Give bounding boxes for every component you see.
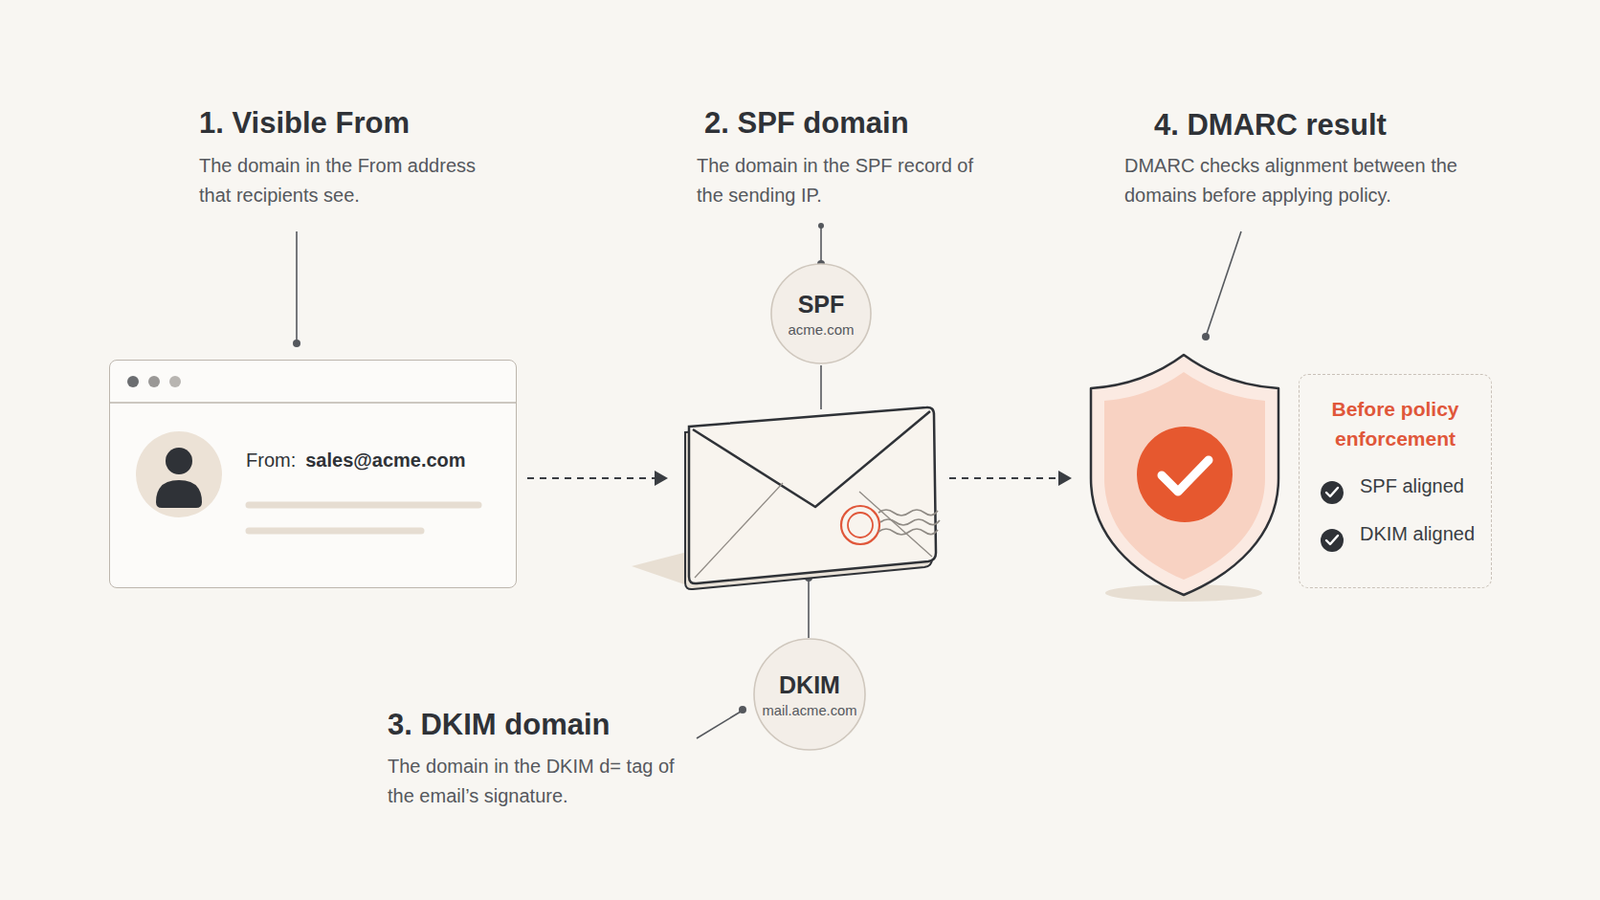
envelope-fold	[694, 483, 783, 578]
avatar-circle	[135, 431, 223, 518]
check-circle	[1136, 426, 1233, 523]
leader-dot	[1201, 333, 1210, 341]
shield-inner	[1104, 372, 1266, 580]
leader-dot	[738, 706, 747, 714]
check-icons	[1320, 481, 1344, 553]
wave-line	[878, 510, 938, 516]
callout-heading: 3. DKIM domain	[387, 708, 713, 743]
shield-outline	[1090, 355, 1279, 596]
policy-heading: Before policy enforcement	[1309, 394, 1482, 454]
window-dot	[148, 376, 160, 388]
dkim-stem	[807, 577, 810, 639]
callout-heading: 1. Visible From	[199, 106, 506, 141]
domain-circle: SPFacme.com	[770, 263, 872, 365]
avatar-head	[165, 447, 193, 475]
callout-heading: 2. SPF domain	[704, 106, 1011, 141]
window-dot	[169, 376, 181, 388]
leader-line	[1206, 231, 1242, 334]
envelope-flap	[692, 411, 931, 508]
check-mark	[1161, 460, 1209, 492]
wave-line	[878, 529, 938, 535]
from-label: From:	[245, 447, 296, 473]
window-fill	[109, 359, 517, 589]
leader-line	[295, 231, 298, 341]
postmark-inner	[847, 512, 873, 538]
leader-dot	[292, 339, 301, 348]
avatar-body	[155, 480, 202, 509]
text-placeholder-line	[248, 528, 422, 535]
envelope	[631, 407, 940, 590]
check-icon	[1320, 529, 1344, 553]
dashed-arrow-line	[527, 477, 655, 480]
callout-heading: 4. DMARC result	[1154, 108, 1499, 143]
policy-box: Before policy enforcementSPF alignedDKIM…	[1298, 374, 1492, 589]
spf-stem	[820, 365, 823, 410]
circle-domain: mail.acme.com	[761, 701, 857, 721]
shield	[1090, 355, 1279, 602]
arrow-head	[654, 470, 668, 487]
dashed-arrow-line	[949, 477, 1059, 480]
browser-window	[109, 359, 517, 589]
circle-title: DKIM	[778, 669, 841, 702]
check-item: DKIM aligned	[1359, 521, 1475, 547]
envelope-body	[688, 407, 936, 584]
window-dot	[127, 376, 139, 388]
callout-text: The domain in the DKIM d= tag of the ema…	[387, 752, 685, 812]
circle-domain: acme.com	[787, 320, 854, 340]
wave-line	[880, 519, 940, 526]
circle-outline	[771, 264, 871, 364]
leader-line	[696, 711, 741, 739]
callout-text: The domain in the SPF record of the send…	[696, 151, 984, 211]
postmark-waves	[878, 510, 940, 535]
envelope-fold	[859, 491, 933, 557]
postmark-outer	[841, 506, 880, 545]
from-address: sales@acme.com	[305, 447, 466, 473]
check-item: SPF aligned	[1359, 473, 1465, 499]
check-icon-mark	[1326, 535, 1338, 545]
text-placeholder-line	[248, 502, 479, 510]
domain-circle: DKIMmail.acme.com	[753, 638, 867, 752]
circle-outline	[754, 639, 866, 751]
check-icon	[1320, 481, 1344, 505]
check-icon-mark	[1326, 488, 1338, 497]
window-header-line	[110, 401, 516, 404]
browser-window-box: From: sales@acme.com	[109, 359, 517, 589]
callout-text: The domain in the From address that reci…	[199, 151, 477, 211]
leader-line	[820, 225, 823, 263]
circle-title: SPF	[798, 288, 845, 321]
callout-text: DMARC checks alignment between the domai…	[1124, 151, 1469, 211]
arrow-head	[1058, 470, 1072, 487]
